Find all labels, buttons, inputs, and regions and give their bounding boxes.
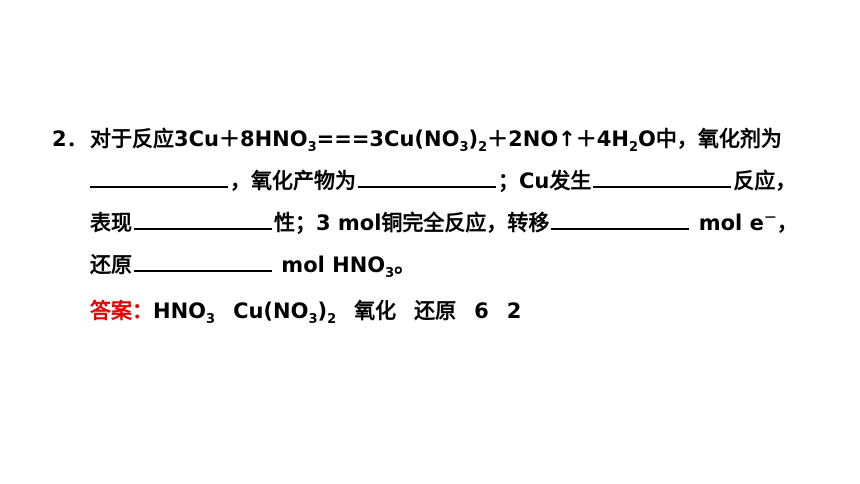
reaction-text: ===3Cu(NO bbox=[316, 127, 460, 151]
answer-blank-electrons[interactable] bbox=[551, 208, 690, 230]
subscript: 2 bbox=[478, 140, 488, 155]
answer-blank-property[interactable] bbox=[134, 208, 272, 230]
answer-blank-oxidation-product[interactable] bbox=[358, 166, 496, 188]
question-text: mol HNO bbox=[274, 253, 386, 277]
answer-blank-reaction-type[interactable] bbox=[593, 166, 732, 188]
question-text: 还原 bbox=[90, 253, 132, 277]
answer-blank-oxidant[interactable] bbox=[90, 166, 228, 188]
answer-6: 2 bbox=[506, 299, 522, 323]
subscript: 3 bbox=[459, 140, 469, 155]
question-line-1: 2．对于反应3Cu＋8HNO3===3Cu(NO3)2＋2NO↑＋4H2O中，氧… bbox=[52, 124, 782, 154]
subscript: 2 bbox=[628, 140, 639, 155]
reaction-text: O中，氧化剂为 bbox=[638, 127, 782, 151]
answer-5: 6 bbox=[474, 299, 489, 323]
superscript: － bbox=[763, 211, 777, 226]
question-text: 表现 bbox=[90, 211, 132, 235]
question-line-4: 还原 mol HNO3。 bbox=[90, 250, 415, 280]
reaction-text: 对于反应3Cu＋8HNO bbox=[90, 127, 308, 151]
question-text: ， bbox=[776, 211, 798, 235]
question-text: 。 bbox=[394, 253, 416, 277]
subscript: 3 bbox=[206, 312, 216, 327]
answer-2: Cu(NO bbox=[233, 299, 309, 323]
question-line-3: 表现 性；3 mol铜完全反应，转移 mol e－， bbox=[90, 208, 798, 238]
question-text: 反应， bbox=[733, 169, 797, 193]
answer-blank-reduced-hno3[interactable] bbox=[134, 250, 272, 272]
question-text: ，氧化产物为 bbox=[230, 169, 356, 193]
reaction-text: ＋2NO↑＋4H bbox=[487, 127, 629, 151]
subscript: 3 bbox=[308, 312, 318, 327]
answer-label: 答案： bbox=[90, 299, 153, 323]
question-text: mol e bbox=[691, 211, 764, 235]
reaction-text: ) bbox=[468, 127, 479, 151]
question-line-2: ，氧化产物为 ；Cu发生 反应， bbox=[90, 166, 796, 196]
subscript: 3 bbox=[307, 140, 317, 155]
subscript: 2 bbox=[327, 312, 337, 327]
question-text: ；Cu发生 bbox=[498, 169, 592, 193]
question-text: 性；3 mol铜完全反应，转移 bbox=[274, 211, 550, 235]
answer-3: 氧化 bbox=[354, 299, 397, 323]
answer-1: HNO bbox=[153, 299, 207, 323]
answer-2-close: ) bbox=[317, 299, 328, 323]
answer-4: 还原 bbox=[414, 299, 457, 323]
subscript: 3 bbox=[385, 266, 395, 281]
question-number: 2． bbox=[52, 127, 88, 151]
